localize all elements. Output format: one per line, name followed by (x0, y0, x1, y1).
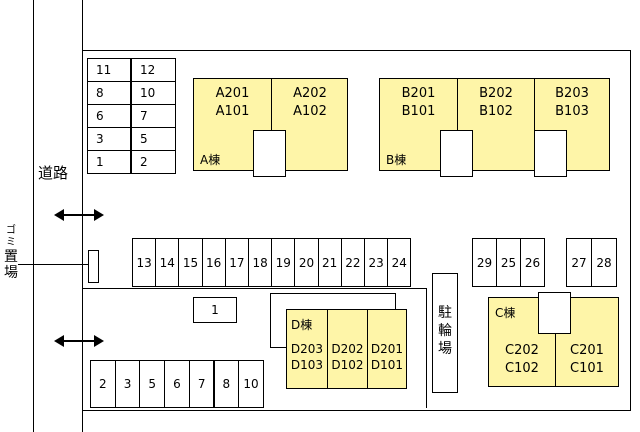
building-a-entrance (253, 130, 286, 177)
parking-space: 15 (178, 238, 203, 287)
unit-number: D201 (370, 342, 404, 356)
garbage-box (88, 250, 99, 283)
parking-space: 18 (248, 238, 273, 287)
bicycle-parking-label: 駐 輪 場 (433, 304, 457, 358)
parking-space: 29 (472, 238, 497, 287)
building-a-label: A棟 (200, 153, 221, 167)
parking-space: 26 (520, 238, 545, 287)
garbage-area-label: ゴ ミ 置 場 (3, 225, 19, 281)
bicycle-char: 場 (438, 341, 452, 357)
road-edge-left (33, 0, 34, 432)
unit-number: B101 (401, 104, 436, 119)
unit-b-2: B202 B102 (457, 79, 534, 170)
parking-space: 23 (364, 238, 389, 287)
unit-number: D103 (290, 358, 324, 372)
garbage-leader-line (18, 264, 88, 265)
site-boundary-bottom (82, 410, 631, 411)
unit-number: A202 (293, 86, 327, 101)
unit-number: B201 (401, 86, 436, 101)
unit-d-3: D201 D101 (367, 310, 406, 388)
parking-space: 24 (387, 238, 412, 287)
parking-space-lower: 1 (193, 297, 237, 323)
entrance-arrow-lower-icon (54, 335, 104, 347)
unit-b-1: B201 B101 (380, 85, 457, 121)
parking-space: 10 (131, 81, 176, 105)
unit-a-left: A201 A101 (194, 85, 271, 121)
driveway-divider-vertical (426, 288, 427, 408)
parking-space: 6 (87, 104, 131, 128)
building-b-entrance-2 (534, 130, 567, 177)
entrance-arrow-upper-icon (54, 209, 104, 221)
building-d-label: D棟 (291, 318, 313, 332)
bicycle-char: 輪 (438, 323, 452, 339)
unit-number: B202 (479, 86, 513, 101)
unit-number: C101 (570, 361, 604, 376)
parking-space: 22 (340, 238, 365, 287)
garbage-char: 場 (4, 265, 18, 281)
building-d: D203 D103 D202 D102 D201 D101 D棟 (286, 309, 407, 389)
parking-space: 11 (87, 58, 131, 82)
parking-space: 5 (131, 127, 176, 151)
unit-number: D101 (370, 358, 404, 372)
unit-a-right: A202 A102 (271, 79, 348, 170)
parking-space: 8 (213, 360, 240, 408)
parking-space: 8 (87, 81, 131, 105)
parking-space: 2 (131, 150, 176, 174)
bicycle-parking: 駐 輪 場 (432, 273, 458, 393)
unit-number: A102 (293, 104, 327, 119)
parking-space: 27 (566, 238, 592, 287)
unit-d-2: D202 D102 (327, 310, 367, 388)
unit-c-right: C201 C101 (555, 298, 618, 386)
unit-number: C201 (570, 343, 604, 358)
parking-space: 6 (164, 360, 190, 408)
driveway-divider (82, 288, 427, 289)
unit-number: B103 (555, 104, 589, 119)
unit-number: A201 (215, 86, 250, 101)
unit-number: D203 (290, 342, 324, 356)
parking-space: 3 (87, 127, 131, 151)
parking-space: 17 (224, 238, 249, 287)
building-b: B201 B101 B202 B102 B203 B103 B棟 (379, 78, 610, 171)
building-b-label: B棟 (386, 153, 407, 167)
parking-space: 19 (271, 238, 296, 287)
garbage-char: ミ (6, 237, 16, 248)
parking-space: 13 (132, 238, 157, 287)
unit-number: C102 (505, 361, 539, 376)
parking-space: 28 (591, 238, 617, 287)
parking-space: 7 (131, 104, 176, 128)
parking-space: 2 (90, 360, 116, 408)
unit-c-left: C202 C102 (489, 342, 555, 378)
building-c-label: C棟 (495, 306, 516, 320)
parking-space: 3 (114, 360, 141, 408)
parking-space: 25 (496, 238, 521, 287)
parking-space: 7 (188, 360, 215, 408)
parking-space: 21 (317, 238, 342, 287)
garbage-char: 置 (4, 249, 18, 265)
unit-number: B102 (479, 104, 513, 119)
parking-space: 5 (139, 360, 166, 408)
parking-space: 10 (238, 360, 264, 408)
unit-b-3: B203 B103 (534, 79, 609, 170)
unit-number: D202 (331, 342, 364, 356)
unit-number: B203 (555, 86, 589, 101)
unit-number: A101 (215, 104, 250, 119)
parking-space: 20 (294, 238, 319, 287)
building-c: C202 C102 C201 C101 C棟 (488, 297, 619, 387)
unit-d-1: D203 D103 (287, 310, 327, 388)
building-b-entrance-1 (440, 130, 473, 177)
parking-space: 16 (201, 238, 226, 287)
parking-space: 12 (131, 58, 176, 82)
parking-space: 1 (87, 150, 131, 174)
road-label: 道路 (38, 164, 69, 182)
building-c-entrance (538, 292, 571, 334)
unit-number: D102 (331, 358, 364, 372)
parking-space: 14 (155, 238, 180, 287)
unit-number: C202 (505, 343, 539, 358)
bicycle-char: 駐 (438, 305, 452, 321)
garbage-char: ゴ (6, 225, 16, 236)
site-boundary-top (82, 50, 631, 51)
site-boundary-right (630, 50, 631, 411)
